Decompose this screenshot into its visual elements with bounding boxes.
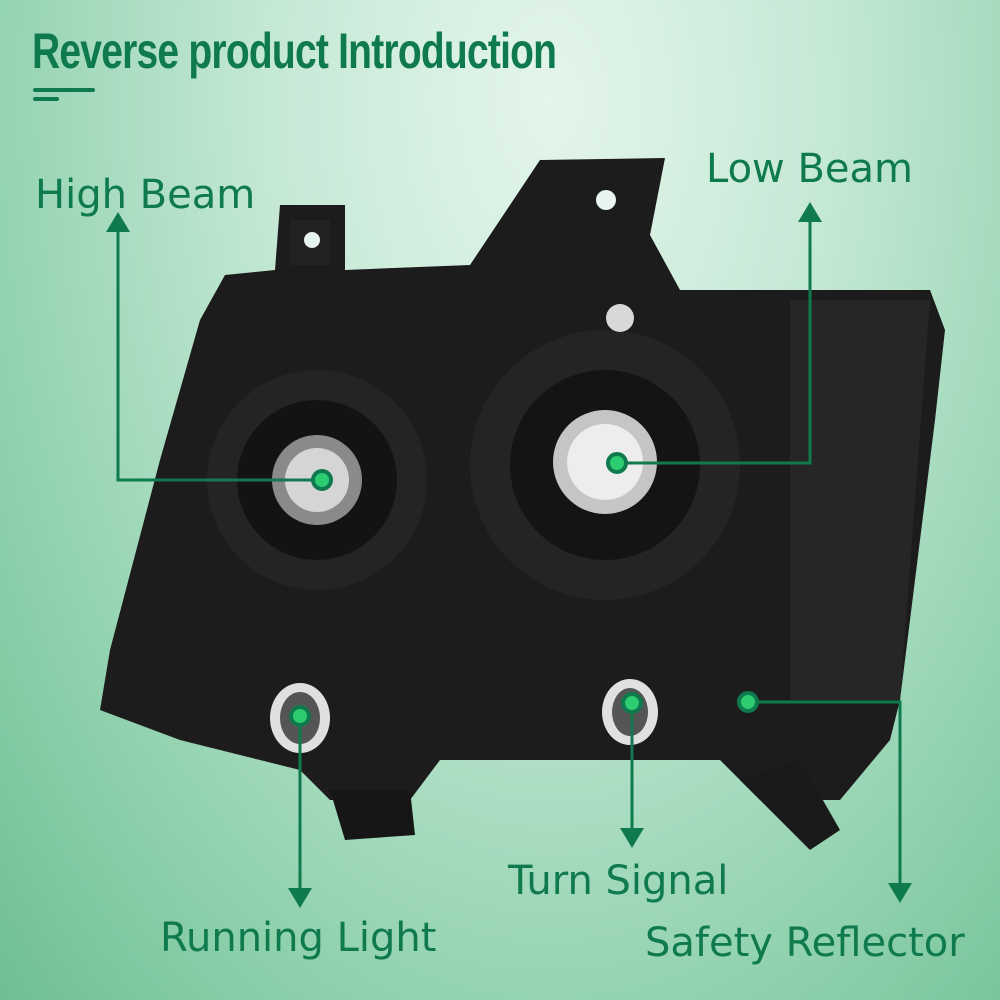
safety-reflector-label: Safety Reflector [645, 920, 965, 966]
page-title: Reverse product Introduction [32, 23, 557, 79]
low-beam-label: Low Beam [706, 146, 914, 192]
title-underline [33, 88, 95, 92]
high-beam-label: High Beam [35, 172, 256, 218]
running-light-label: Running Light [160, 915, 437, 961]
turn-signal-label: Turn Signal [508, 858, 729, 904]
title-underline-short [33, 97, 59, 101]
